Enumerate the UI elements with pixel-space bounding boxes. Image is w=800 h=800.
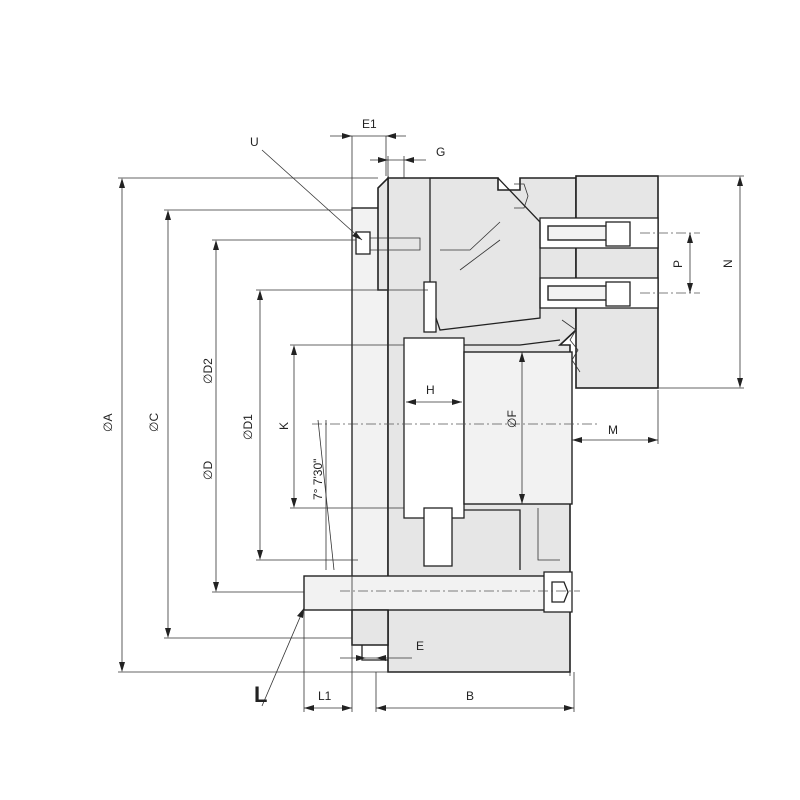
label-N: N <box>721 259 735 268</box>
dimension-E: E <box>340 639 424 661</box>
reference-lines <box>303 136 659 712</box>
dimension-B: B <box>376 689 574 711</box>
leader-L: L <box>254 607 305 707</box>
leader-U: U <box>250 135 363 241</box>
label-angle: 7° 7'30" <box>311 459 325 500</box>
dimension-F: ∅F <box>505 352 525 504</box>
dimension-E1: E1 <box>330 117 406 139</box>
label-P: P <box>671 260 685 268</box>
dimension-M: M <box>572 423 658 443</box>
label-B: B <box>466 689 474 703</box>
diameter-C-dimension: ∅C <box>147 209 352 639</box>
label-G: G <box>436 145 445 159</box>
label-M: M <box>608 423 618 437</box>
label-L: L <box>254 682 267 707</box>
dimension-P: P <box>671 233 693 293</box>
diameter-D1-dimension: ∅D1 <box>241 289 428 561</box>
label-diameter-D2: ∅D2 <box>201 358 215 384</box>
diameter-D-dimension: ∅D2 ∅D <box>201 239 356 593</box>
label-diameter-A: ∅A <box>101 414 115 432</box>
label-diameter-C: ∅C <box>147 413 161 432</box>
label-diameter-D1: ∅D1 <box>241 414 255 440</box>
label-K: K <box>277 422 291 430</box>
angle-dimension: 7° 7'30" <box>311 419 335 571</box>
chuck-body <box>303 175 659 673</box>
label-E1: E1 <box>362 117 377 131</box>
dimension-L1: L1 <box>304 689 352 711</box>
dimension-G: G <box>370 145 445 178</box>
dimension-H: H <box>406 383 462 405</box>
diameter-A-dimension: ∅A <box>101 177 388 673</box>
label-diameter-F: ∅F <box>505 410 519 428</box>
label-L1: L1 <box>318 689 332 703</box>
label-U: U <box>250 135 259 149</box>
label-H: H <box>426 383 435 397</box>
label-diameter-D: ∅D <box>201 461 215 480</box>
dimension-K: K <box>277 344 404 509</box>
dimension-N: N <box>658 175 744 389</box>
label-E: E <box>416 639 424 653</box>
